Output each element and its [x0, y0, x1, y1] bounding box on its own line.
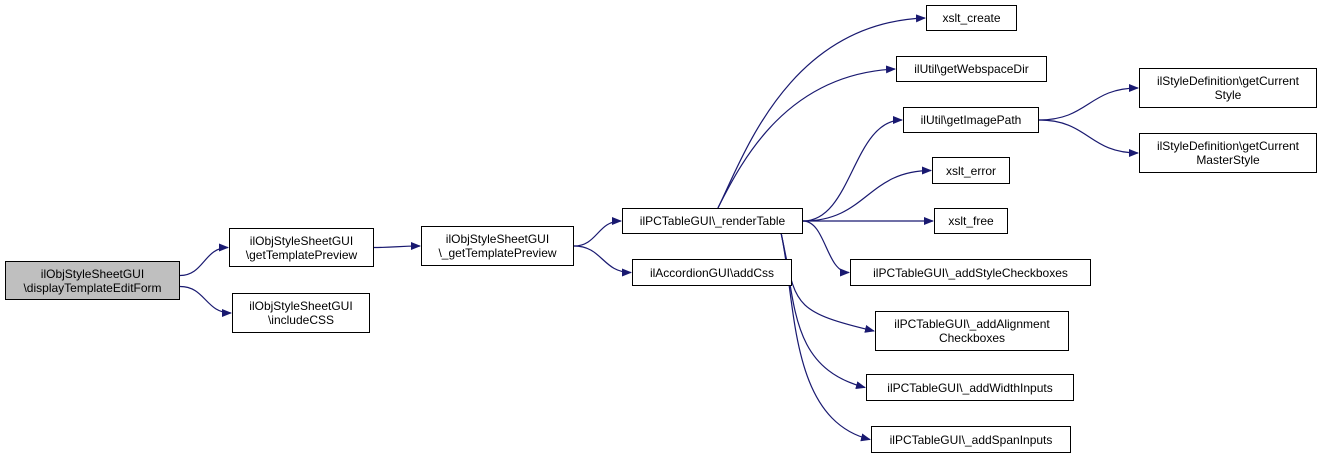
node-label-line-2: \_getTemplatePreview [438, 246, 557, 260]
node-label-line-1: ilUtil\getWebspaceDir [914, 62, 1029, 76]
node-label-line-1: ilPCTableGUI\_addSpanInputs [889, 432, 1053, 447]
node-_addStyleCheckboxes[interactable]: ilPCTableGUI\_addStyleCheckboxes [850, 259, 1091, 286]
edge-_renderTable-to-getWebspaceDir [717, 65, 896, 209]
node-label-line-1: ilObjStyleSheetGUI [445, 232, 550, 246]
edge-_renderTable-to-getImagePath [802, 116, 903, 222]
node-xslt_free[interactable]: xslt_free [934, 208, 1008, 234]
node-displayTemplateEditForm: ilObjStyleSheetGUI\displayTemplateEditFo… [5, 261, 180, 300]
node-getTemplatePreview[interactable]: ilObjStyleSheetGUI\getTemplatePreview [229, 228, 374, 267]
node-label-line-1: xslt_create [942, 11, 1001, 25]
edge-_renderTable-to-xslt_error [802, 166, 932, 222]
node-label-line-1: ilUtil\getImagePath [920, 113, 1022, 127]
node-label-line-1: ilPCTableGUI\_addAlignment [894, 317, 1050, 331]
node-_addSpanInputs[interactable]: ilPCTableGUI\_addSpanInputs [871, 426, 1071, 453]
node-xslt_error[interactable]: xslt_error [932, 157, 1010, 184]
node-_getTemplatePreview[interactable]: ilObjStyleSheetGUI\_getTemplatePreview [421, 226, 574, 266]
edge-_renderTable-to-_addStyleCheckboxes [802, 220, 850, 277]
node-label-line-1: ilAccordionGUI\addCss [649, 265, 775, 280]
node-label-line-1: ilStyleDefinition\getCurrent [1156, 74, 1300, 88]
node-label-line-1: ilStyleDefinition\getCurrent [1156, 139, 1300, 153]
edge-_renderTable-to-xslt_create [717, 14, 926, 209]
node-label-line-2: \includeCSS [267, 313, 335, 327]
edge-_renderTable-to-_addWidthInputs [780, 233, 866, 390]
edge-displayTemplateEditForm-to-includeCSS [179, 285, 232, 317]
node-label-line-2: \getTemplatePreview [245, 247, 358, 262]
node-label-line-1: ilObjStyleSheetGUI [40, 266, 145, 281]
node-xslt_create[interactable]: xslt_create [926, 5, 1017, 31]
edge-_getTemplatePreview-to-addCss [573, 245, 632, 277]
node-includeCSS[interactable]: ilObjStyleSheetGUI\includeCSS [232, 293, 370, 333]
node-label-line-1: ilObjStyleSheetGUI [249, 299, 353, 313]
node-label-line-1: xslt_error [945, 163, 996, 178]
node-getWebspaceDir[interactable]: ilUtil\getWebspaceDir [896, 56, 1047, 82]
edge-displayTemplateEditForm-to-getTemplatePreview [179, 243, 229, 277]
node-_renderTable[interactable]: ilPCTableGUI\_renderTable [622, 208, 803, 234]
node-label-line-1: ilObjStyleSheetGUI [249, 233, 354, 248]
node-_addWidthInputs[interactable]: ilPCTableGUI\_addWidthInputs [866, 374, 1074, 401]
edge-_getTemplatePreview-to-_renderTable [573, 217, 622, 247]
edge-getImagePath-to-getCurrentStyle [1038, 84, 1139, 121]
node-getImagePath[interactable]: ilUtil\getImagePath [903, 107, 1039, 133]
edge-getImagePath-to-getCurrentMasterStyle [1038, 119, 1139, 157]
node-addCss[interactable]: ilAccordionGUI\addCss [632, 259, 792, 286]
node-label-line-1: ilPCTableGUI\_renderTable [639, 214, 786, 228]
edge-getTemplatePreview-to-_getTemplatePreview [373, 242, 421, 251]
node-label-line-2: Style [1214, 88, 1242, 102]
node-label-line-2: MasterStyle [1196, 153, 1260, 167]
node-label-line-2: Checkboxes [938, 331, 1006, 345]
node-label-line-1: ilPCTableGUI\_addStyleCheckboxes [873, 265, 1068, 280]
node-label-line-1: ilPCTableGUI\_addWidthInputs [887, 380, 1053, 395]
node-label-line-2: \displayTemplateEditForm [23, 280, 162, 295]
node-label-line-1: xslt_free [948, 214, 994, 228]
